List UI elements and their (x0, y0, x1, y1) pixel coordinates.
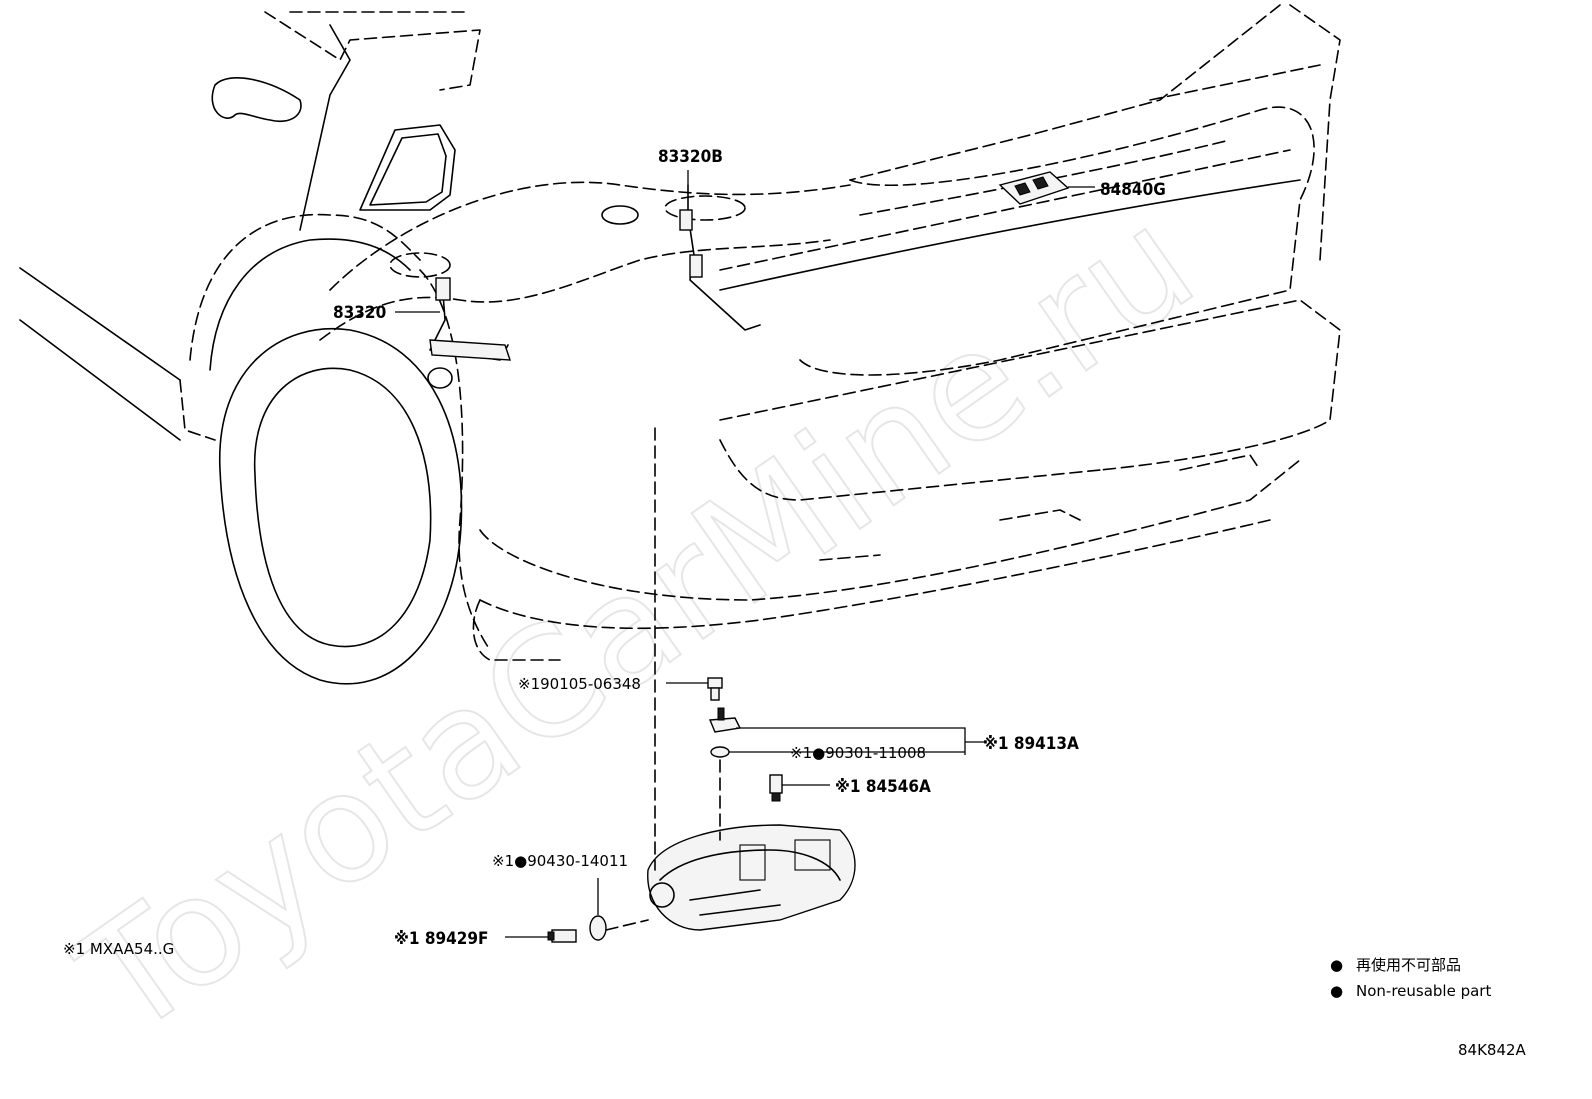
vehicle-outline (19, 4, 1341, 685)
part-89413A-sensor (708, 707, 742, 733)
applicability-note: ※1 MXAA54..G (63, 940, 174, 958)
legend: ● 再使用不可部品 ● Non-reusable part (1330, 956, 1491, 1000)
legend-item-jp: 再使用不可部品 (1356, 956, 1461, 974)
callout-84840G: 84840G (1100, 180, 1166, 200)
part-89429F-switch (547, 929, 577, 943)
callout-90430-14011: ※1●90430-14011 (492, 852, 628, 870)
callout-84546A: ※1 84546A (835, 777, 931, 797)
part-transmission (647, 824, 856, 931)
part-oring-90301 (710, 746, 730, 758)
legend-symbol: ● (1330, 956, 1343, 974)
part-84546A-switch (769, 774, 783, 802)
part-83320B-harness (679, 184, 761, 331)
part-84840G-switch (998, 171, 1070, 205)
callout-83320B: 83320B (658, 147, 723, 167)
diagram-code: 84K842A (1458, 1041, 1527, 1059)
legend-item-en: Non-reusable part (1356, 982, 1491, 1000)
callout-90105-06348: ※190105-06348 (518, 675, 641, 693)
watermark: ToyotaCarMine.ru (50, 175, 1224, 1070)
callout-89413A: ※1 89413A (983, 734, 1079, 754)
callout-83320: 83320 (333, 303, 386, 323)
callout-89429F: ※1 89429F (394, 929, 489, 949)
part-bolt-90105 (707, 677, 723, 701)
legend-symbol: ● (1330, 982, 1343, 1000)
part-83320-sensor (429, 277, 511, 361)
callout-90301-11008: ※1●90301-11008 (790, 744, 926, 762)
leader-lines (395, 170, 1095, 938)
part-oring-90430 (589, 915, 607, 941)
